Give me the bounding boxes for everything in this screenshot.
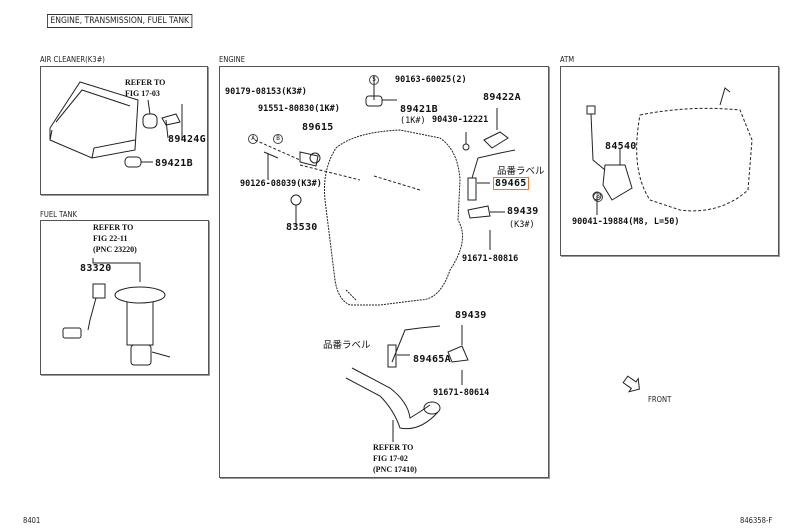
part-89421B-air-cleaner[interactable]: 89421B [155, 158, 193, 169]
part-89465A[interactable]: 89465A [413, 354, 451, 365]
engine-refer-line3: (PNC 17410) [373, 465, 417, 474]
callout-b-icon: B [273, 134, 283, 144]
engine-panel [219, 66, 549, 478]
fuel-tank-refer-line1: REFER TO [93, 223, 134, 232]
part-91671-80816[interactable]: 91671-80816 [462, 254, 519, 264]
part-89421B-note: (1K#) [400, 116, 426, 126]
transmission-drawing [586, 87, 753, 215]
part-89439-lower[interactable]: 89439 [455, 310, 487, 321]
fuel-tank-panel [40, 220, 209, 375]
section-title-engine: ENGINE [219, 55, 246, 64]
footer-left-code: 8401 [23, 516, 41, 525]
front-arrow-icon [622, 375, 640, 393]
fuel-tank-refer-line2: FIG 22-11 [93, 234, 128, 243]
footer-right-code: 846358-F [740, 516, 773, 525]
part-91671-80614[interactable]: 91671-80614 [433, 388, 490, 398]
front-label: FRONT [648, 395, 672, 404]
section-title-fuel-tank: FUEL TANK [40, 210, 77, 219]
part-89424G[interactable]: 89424G [168, 134, 206, 145]
engine-drawing [324, 129, 463, 306]
part-90163-60025[interactable]: 90163-60025(2) [395, 75, 467, 85]
part-89439-upper-note: (K3#) [509, 220, 535, 230]
part-90041-19884[interactable]: 90041-19884(M8, L=50) [572, 217, 680, 227]
air-cleaner-drawing [49, 81, 183, 168]
diagram-title: ENGINE, TRANSMISSION, FUEL TANK [47, 14, 193, 28]
part-90179-08153[interactable]: 90179-08153(K3#) [225, 87, 307, 97]
part-90430-12221[interactable]: 90430-12221 [432, 115, 489, 125]
part-89615[interactable]: 89615 [302, 122, 334, 133]
part-number-label-jp-1: 品番ラベル [497, 166, 545, 177]
atm-panel [560, 66, 779, 256]
part-89421B-engine[interactable]: 89421B [400, 104, 438, 115]
section-title-atm: ATM [560, 55, 575, 64]
part-91551-80830[interactable]: 91551-80830(1K#) [258, 104, 340, 114]
part-90126-08039[interactable]: 90126-08039(K3#) [240, 179, 322, 189]
part-89422A[interactable]: 89422A [483, 92, 521, 103]
part-83530[interactable]: 83530 [286, 222, 318, 233]
fuel-pump-drawing [62, 258, 171, 366]
atm-callout-b-icon: B [593, 192, 603, 202]
callout-a-icon: A [248, 134, 258, 144]
part-84540[interactable]: 84540 [605, 141, 637, 152]
part-89439-upper[interactable]: 89439 [507, 206, 539, 217]
section-title-air-cleaner: AIR CLEANER(K3#) [40, 55, 105, 64]
fuel-tank-refer-line3: (PNC 23220) [93, 245, 137, 254]
callout-s-icon: S [369, 75, 379, 85]
air-cleaner-panel [40, 66, 208, 195]
engine-refer-line2: FIG 17-02 [373, 454, 408, 463]
part-number-label-jp-2: 品番ラベル [323, 340, 371, 351]
engine-refer-line1: REFER TO [373, 443, 414, 452]
air-cleaner-refer-line2: FIG 17-03 [125, 89, 160, 98]
air-cleaner-refer-line1: REFER TO [125, 78, 166, 87]
part-89465-highlighted[interactable]: 89465 [493, 177, 529, 190]
part-83320[interactable]: 83320 [80, 263, 112, 274]
